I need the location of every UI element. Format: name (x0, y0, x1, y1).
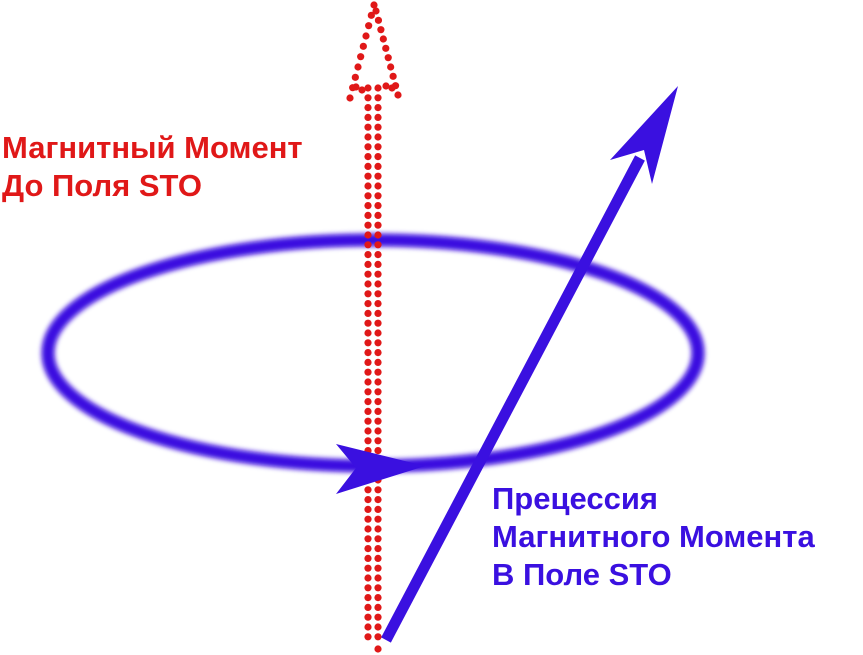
label-precession-in-field: Прецессия Магнитного Момента В Поле STO (492, 480, 815, 594)
label-line: До Поля STO (2, 168, 203, 203)
precessing-moment-arrow (381, 86, 678, 643)
label-line: В Поле STO (492, 557, 672, 592)
label-line: Магнитный Момент (2, 130, 303, 165)
precession-orbit-ellipse (40, 232, 706, 474)
arrowhead-icon (610, 86, 678, 184)
label-line: Магнитного Момента (492, 519, 815, 554)
label-moment-before-field: Магнитный Момент До Поля STO (2, 129, 303, 205)
initial-moment-dotted-arrow (346, 1, 402, 653)
orbit-direction-arrowhead-icon (336, 444, 425, 494)
label-line: Прецессия (492, 481, 658, 516)
